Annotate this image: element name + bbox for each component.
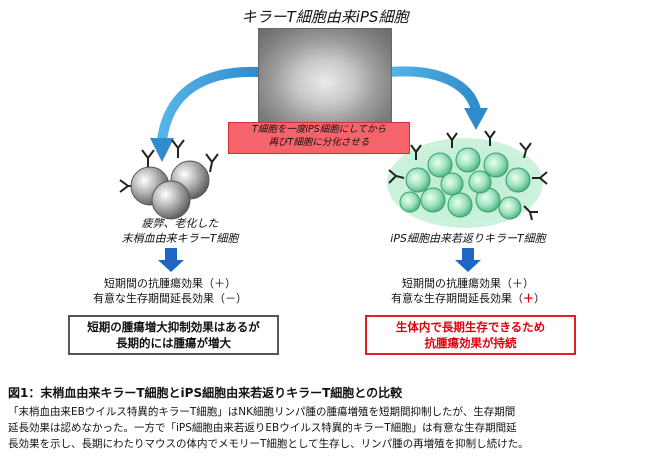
right-effect-line1: 短期間の抗腫瘍効果（＋） [402, 277, 534, 290]
figure-desc-line2: 延長効果は認めなかった。一方で「iPS細胞由来若返りEBウイルス特異的キラーT細… [8, 422, 517, 434]
left-effects: 短期間の抗腫瘍効果（＋） 有意な生存期間延長効果（－） [70, 276, 270, 306]
right-effect-line2: 有意な生存期間延長効果（＋） [368, 291, 568, 306]
right-effect-plus: ＋ [523, 292, 534, 305]
down-arrow-right [455, 248, 481, 272]
right-box-line2: 抗腫瘍効果が持続 [424, 336, 517, 350]
right-caption: iPS細胞由来若返りキラーT細胞 [390, 232, 546, 245]
curved-arrow-left [150, 66, 263, 162]
figure-desc-line3: 長効果を示し、長期にわたりマウスの体内でメモリーT細胞として生存し、リンパ腫の再… [8, 438, 529, 450]
process-label-line1: T細胞を一度iPS細胞にしてから [252, 124, 386, 135]
figure-title: 図1：末梢血由来キラーT細胞とiPS細胞由来若返りキラーT細胞との比較 [8, 386, 403, 400]
figure-desc-line1: 「末梢血由来EBウイルス特異的キラーT細胞」はNK細胞リンパ腫の腫瘍増殖を短期間… [8, 406, 516, 418]
right-box-line1: 生体内で長期生存できるため [395, 320, 546, 334]
right-effect-line2-suffix: ） [534, 292, 545, 305]
left-result-box: 短期の腫瘍増大抑制効果はあるが 長期的には腫瘍が増大 [68, 315, 279, 355]
process-label-line2: 再びT細胞に分化させる [268, 137, 370, 148]
right-effect-line2-prefix: 有意な生存期間延長効果（ [391, 292, 523, 305]
right-result-box: 生体内で長期生存できるため 抗腫瘍効果が持続 [365, 315, 576, 355]
receptor-icons-green [388, 130, 548, 221]
left-effect-line1: 短期間の抗腫瘍効果（＋） [104, 277, 236, 290]
figure-description: 「末梢血由来EBウイルス特異的キラーT細胞」はNK細胞リンパ腫の腫瘍増殖を短期間… [8, 404, 644, 452]
left-caption-line1: 疲弊、老化した [141, 217, 219, 230]
left-caption-line2: 末梢血由来キラーT細胞 [121, 232, 239, 245]
ips-cell-photo [258, 28, 392, 126]
gray-cell-cluster [119, 139, 219, 220]
down-arrow-left [158, 248, 184, 272]
left-caption: 疲弊、老化した 末梢血由来キラーT細胞 [80, 216, 280, 246]
left-box-line1: 短期の腫瘍増大抑制効果はあるが [87, 320, 260, 334]
left-effect-line2: 有意な生存期間延長効果（－） [93, 292, 247, 305]
process-label-box: T細胞を一度iPS細胞にしてから 再びT細胞に分化させる [228, 122, 410, 154]
right-effects: 短期間の抗腫瘍効果（＋） 有意な生存期間延長効果（＋） [368, 276, 568, 306]
top-title: キラーT細胞由来iPS細胞 [241, 8, 409, 26]
curved-arrow-right [385, 66, 488, 130]
green-cell-cluster [387, 130, 548, 228]
left-box-line2: 長期的には腫瘍が増大 [116, 336, 231, 350]
